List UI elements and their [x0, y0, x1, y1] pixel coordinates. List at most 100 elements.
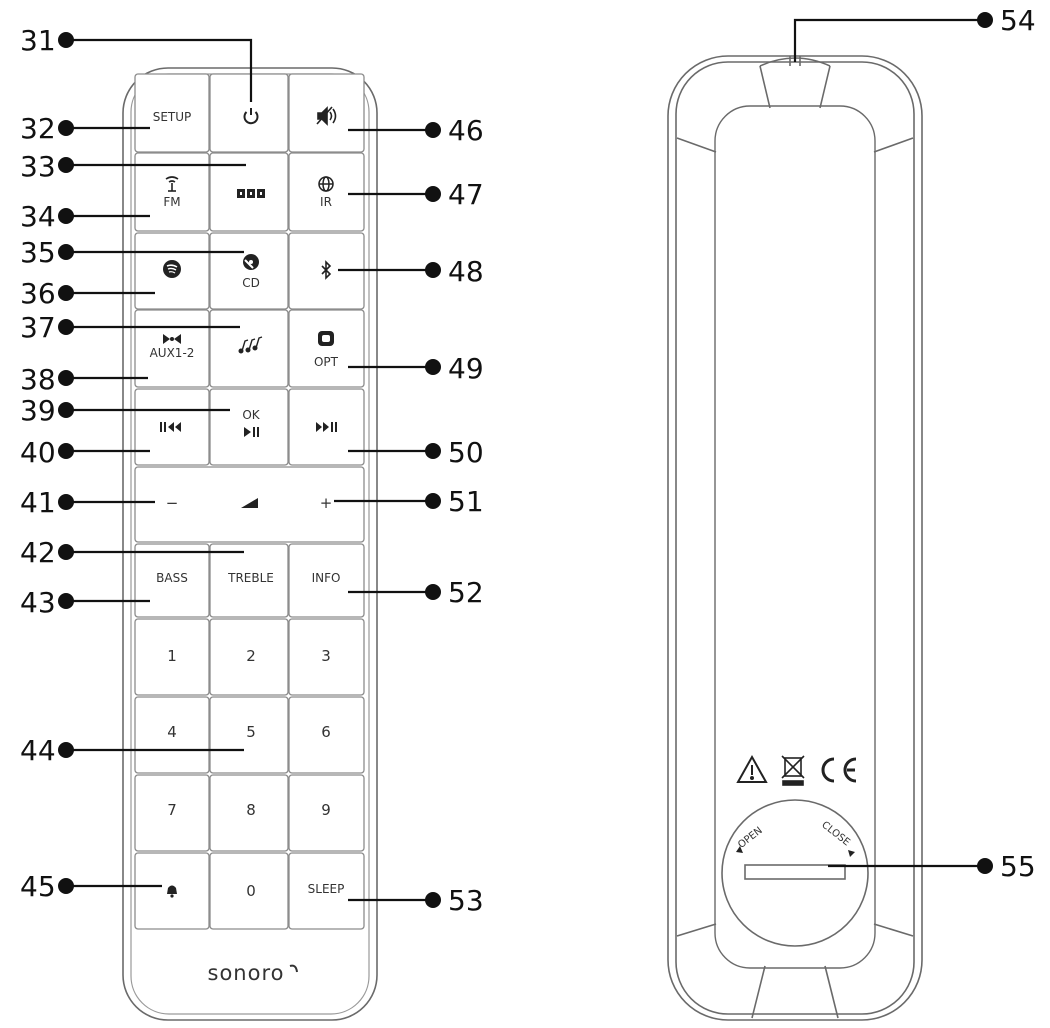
treble-button-label: TREBLE — [227, 571, 274, 585]
callout-number-49: 49 — [448, 352, 484, 385]
ok-play-pause-button[interactable] — [209, 388, 289, 466]
digit-6-label: 6 — [321, 723, 331, 741]
bottom-ridge-left — [751, 965, 766, 1019]
digit-3-button[interactable] — [288, 618, 365, 696]
callout-number-31: 31 — [20, 24, 56, 57]
digit-1-button[interactable] — [134, 618, 210, 696]
bass-button[interactable] — [134, 543, 210, 618]
callout-dot-35 — [58, 244, 74, 260]
globe-icon — [318, 176, 334, 192]
callout-number-48: 48 — [448, 255, 484, 288]
callout-layer — [58, 12, 993, 908]
callout-dot-43 — [58, 593, 74, 609]
digit-6-button[interactable] — [288, 696, 365, 774]
previous-track-icon — [160, 422, 181, 432]
callout-number-50: 50 — [448, 436, 484, 469]
info-button-label: INFO — [312, 571, 341, 585]
sleep-button[interactable] — [288, 852, 365, 930]
power-icon — [243, 108, 259, 125]
side-ridge-left-bottom — [676, 923, 717, 937]
warning-triangle-icon — [736, 754, 768, 783]
brand-swoosh-icon — [289, 964, 298, 973]
digit-0-label: 0 — [246, 882, 256, 900]
callout-dot-49 — [425, 359, 441, 375]
callout-dot-44 — [58, 742, 74, 758]
callout-number-52: 52 — [448, 576, 484, 609]
digit-0-button[interactable] — [209, 852, 289, 930]
callout-number-38: 38 — [20, 363, 56, 396]
open-arrow-icon — [736, 846, 743, 853]
callout-dot-47 — [425, 186, 441, 202]
fm-button[interactable] — [134, 152, 210, 232]
callout-dot-32 — [58, 120, 74, 136]
next-track-icon — [316, 422, 337, 432]
callout-number-39: 39 — [20, 394, 56, 427]
crossed-bin-icon — [781, 755, 805, 786]
callout-number-33: 33 — [20, 150, 56, 183]
opt-button-label: OPT — [314, 355, 339, 369]
internet-radio-button[interactable] — [288, 152, 365, 232]
callout-number-40: 40 — [20, 436, 56, 469]
callout-number-32: 32 — [20, 112, 56, 145]
remote-back-outer — [667, 55, 923, 1021]
aux-button[interactable] — [134, 309, 210, 388]
digit-2-button[interactable] — [209, 618, 289, 696]
callout-number-55: 55 — [1000, 850, 1036, 883]
side-ridge-right-top — [873, 137, 914, 153]
callout-number-45: 45 — [20, 870, 56, 903]
disc-icon — [243, 254, 259, 270]
callout-number-42: 42 — [20, 536, 56, 569]
digit-7-button[interactable] — [134, 774, 210, 852]
antenna-icon — [165, 176, 179, 192]
bell-icon — [167, 885, 177, 898]
volume-up-label: + — [320, 494, 333, 512]
digit-5-button[interactable] — [209, 696, 289, 774]
digit-2-label: 2 — [246, 647, 256, 665]
callout-number-37: 37 — [20, 311, 56, 344]
battery-door-slot — [744, 864, 846, 880]
callout-line-31 — [66, 38, 253, 102]
callout-dot-48 — [425, 262, 441, 278]
treble-button[interactable] — [209, 543, 289, 618]
callout-dot-33 — [58, 157, 74, 173]
bluetooth-icon — [321, 260, 332, 280]
optical-button[interactable] — [288, 309, 365, 388]
callout-dot-53 — [425, 892, 441, 908]
digit-9-button[interactable] — [288, 774, 365, 852]
callout-dot-51 — [425, 493, 441, 509]
digit-3-label: 3 — [321, 647, 331, 665]
callout-dot-52 — [425, 584, 441, 600]
callout-dot-38 — [58, 370, 74, 386]
digit-8-button[interactable] — [209, 774, 289, 852]
volume-down-label: − — [166, 494, 179, 512]
ce-mark-icon — [821, 757, 857, 783]
info-button[interactable] — [288, 543, 365, 618]
callout-number-47: 47 — [448, 178, 484, 211]
battery-door — [721, 799, 869, 947]
battery-cover — [714, 105, 876, 969]
callout-dot-55 — [977, 858, 993, 874]
callout-number-34: 34 — [20, 200, 56, 233]
remote-front: SETUP FM — [122, 67, 378, 1021]
power-button[interactable] — [209, 73, 289, 153]
top-ridge-right — [819, 65, 831, 109]
cd-button[interactable] — [209, 232, 289, 310]
digit-4-label: 4 — [167, 723, 177, 741]
callout-dot-42 — [58, 544, 74, 560]
callout-dot-45 — [58, 878, 74, 894]
callout-line-54 — [793, 18, 985, 62]
callout-dot-50 — [425, 443, 441, 459]
spotify-icon — [163, 260, 181, 278]
callout-number-51: 51 — [448, 485, 484, 518]
callout-dot-36 — [58, 285, 74, 301]
callout-dot-54 — [977, 12, 993, 28]
digit-7-label: 7 — [167, 801, 177, 819]
setup-button[interactable] — [134, 73, 210, 153]
digit-4-button[interactable] — [134, 696, 210, 774]
remote-back — [667, 55, 923, 1021]
callout-dot-40 — [58, 443, 74, 459]
music-notes-icon — [238, 336, 263, 354]
play-pause-icon — [244, 427, 259, 437]
side-ridge-right-bottom — [873, 923, 914, 937]
mute-icon — [316, 106, 337, 126]
